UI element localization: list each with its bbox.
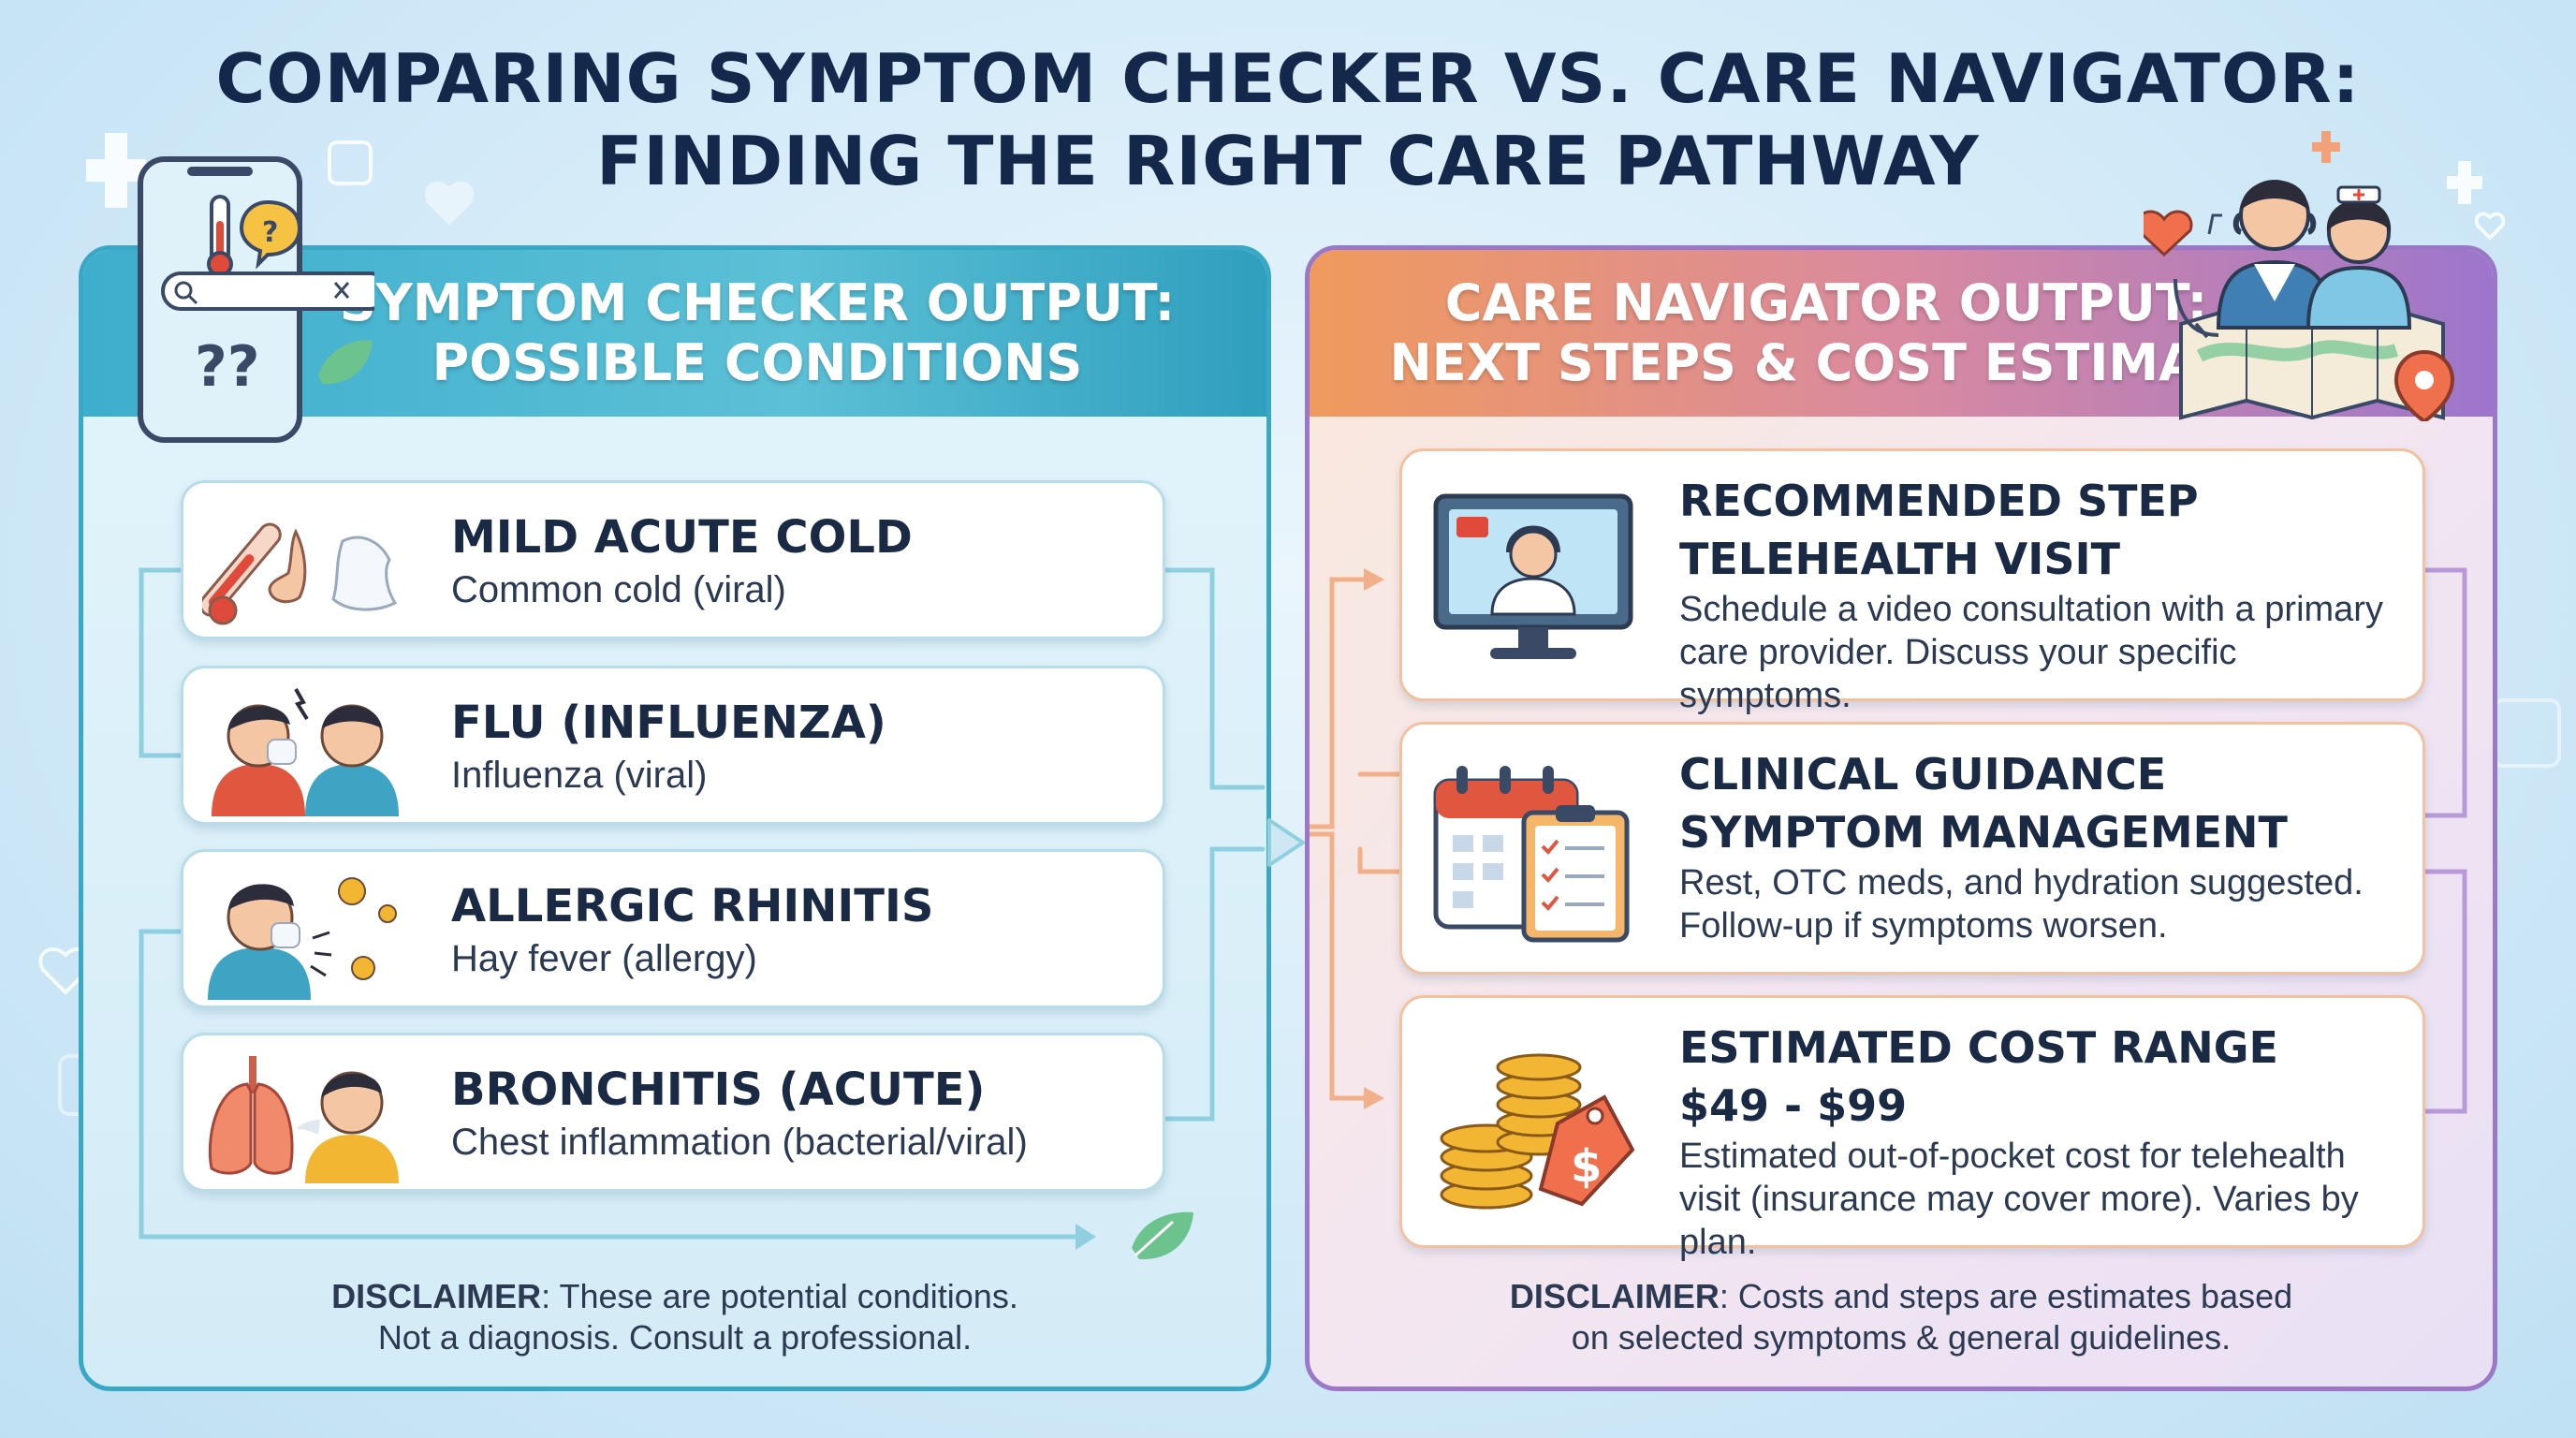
- step-description-line-2: care provider. Discuss your specific sym…: [1679, 633, 2237, 715]
- step-card-cost-estimate[interactable]: $ ESTIMATED COST RANGE $49 - $99 Estimat…: [1399, 995, 2425, 1262]
- symptom-checker-header-line-1: SYMPTOM CHECKER OUTPUT:: [339, 273, 1176, 332]
- svg-text:$: $: [1571, 1140, 1602, 1193]
- step-description: Estimated out-of-pocket cost for telehea…: [1679, 1135, 2409, 1264]
- heart-outline-icon: [2474, 212, 2506, 241]
- page-title: COMPARING SYMPTOM CHECKER VS. CARE NAVIG…: [0, 37, 2576, 202]
- step-description-line-2: Follow-up if symptoms worsen.: [1679, 906, 2168, 946]
- step-heading-block: ESTIMATED COST RANGE $49 - $99: [1679, 1019, 2278, 1135]
- coins-price-tag-icon: $: [1440, 1053, 1635, 1210]
- svg-text:??: ??: [195, 334, 260, 400]
- arrow-head-icon: [1364, 568, 1384, 591]
- arrow-head-icon: [1076, 1224, 1096, 1250]
- condition-name: MILD ACUTE COLD: [451, 511, 913, 564]
- step-subheading: SYMPTOM MANAGEMENT: [1679, 807, 2288, 858]
- symptom-checker-disclaimer: DISCLAIMER: These are potential conditio…: [83, 1276, 1266, 1358]
- heart-outline-icon: [425, 182, 474, 226]
- sneezing-pollen-icon: [208, 877, 397, 1000]
- condition-description: Influenza (viral): [451, 755, 708, 796]
- step-description-line-2: visit (insurance may cover more). Varies…: [1679, 1180, 2359, 1262]
- center-arrow-icon: [1267, 818, 1305, 867]
- step-heading: CLINICAL GUIDANCE: [1679, 749, 2167, 800]
- disclaimer-text-line-2: Not a diagnosis. Consult a professional.: [377, 1318, 973, 1357]
- step-heading-block: CLINICAL GUIDANCE SYMPTOM MANAGEMENT: [1679, 745, 2288, 861]
- care-navigator-header-line-2: NEXT STEPS & COST ESTIMATE: [1389, 333, 2263, 392]
- care-team-map-icon: [2144, 180, 2455, 421]
- symptom-checker-panel: SYMPTOM CHECKER OUTPUT: POSSIBLE CONDITI…: [79, 245, 1271, 1391]
- disclaimer-text-line-1: : Costs and steps are estimates based: [1719, 1277, 2293, 1315]
- plus-badge-icon: [328, 140, 373, 185]
- step-connector-lines: [1310, 567, 2467, 1114]
- symptom-checker-header-line-2: POSSIBLE CONDITIONS: [432, 333, 1083, 392]
- condition-name: FLU (INFLUENZA): [451, 697, 886, 749]
- care-navigator-panel: CARE NAVIGATOR OUTPUT: NEXT STEPS & COST…: [1305, 245, 2497, 1391]
- sick-people-icon: [212, 688, 399, 816]
- step-subheading: TELEHEALTH VISIT: [1679, 534, 2120, 584]
- plus-sparkle-icon: [2447, 161, 2482, 204]
- phone-symptom-search-icon: ? ??: [138, 156, 374, 443]
- lungs-cough-icon: [208, 1056, 399, 1183]
- title-line-1: COMPARING SYMPTOM CHECKER VS. CARE NAVIG…: [215, 39, 2361, 118]
- disclaimer-label: DISCLAIMER: [1509, 1277, 1720, 1315]
- care-navigator-header-line-1: CARE NAVIGATOR OUTPUT:: [1444, 273, 2208, 332]
- step-description: Rest, OTC meds, and hydration suggested.…: [1679, 861, 2409, 947]
- condition-description: Chest inflammation (bacterial/viral): [451, 1122, 1028, 1163]
- plus-sparkle-icon: [2312, 131, 2340, 163]
- plus-sparkle-icon: [86, 133, 146, 208]
- disclaimer-text-line-1: : These are potential conditions.: [541, 1277, 1018, 1315]
- thermometer-nose-tissue-icon: [202, 522, 398, 625]
- condition-description: Common cold (viral): [451, 569, 786, 610]
- step-heading-block: RECOMMENDED STEP TELEHEALTH VISIT: [1679, 472, 2199, 588]
- title-line-2: FINDING THE RIGHT CARE PATHWAY: [596, 122, 1980, 200]
- plus-badge-icon: [2492, 698, 2561, 768]
- arrow-head-icon: [1364, 1087, 1384, 1109]
- condition-card-allergic-rhinitis[interactable]: ALLERGIC RHINITIS Hay fever (allergy): [181, 849, 1165, 1008]
- step-heading: ESTIMATED COST RANGE: [1679, 1022, 2278, 1073]
- condition-name: BRONCHITIS (ACUTE): [451, 1064, 986, 1116]
- step-heading: RECOMMENDED STEP: [1679, 476, 2199, 526]
- care-navigator-disclaimer: DISCLAIMER: Costs and steps are estimate…: [1310, 1276, 2493, 1358]
- disclaimer-text-line-2: on selected symptoms & general guideline…: [1571, 1318, 2232, 1357]
- disclaimer-label: DISCLAIMER: [331, 1277, 542, 1315]
- step-description: Schedule a video consultation with a pri…: [1679, 588, 2409, 717]
- condition-card-bronchitis[interactable]: BRONCHITIS (ACUTE) Chest inflammation (b…: [181, 1033, 1165, 1192]
- condition-description: Hay fever (allergy): [451, 938, 757, 979]
- step-description-line-1: Schedule a video consultation with a pri…: [1679, 590, 2383, 629]
- condition-connector-lines: [139, 567, 1266, 1260]
- step-description-line-1: Rest, OTC meds, and hydration suggested.: [1679, 863, 2364, 902]
- calendar-clipboard-icon: [1433, 766, 1630, 943]
- step-card-recommended[interactable]: RECOMMENDED STEP TELEHEALTH VISIT Schedu…: [1399, 448, 2425, 715]
- step-card-clinical-guidance[interactable]: CLINICAL GUIDANCE SYMPTOM MANAGEMENT Res…: [1399, 722, 2425, 975]
- cost-range-value: $49 - $99: [1679, 1080, 1908, 1131]
- telehealth-monitor-icon: [1433, 493, 1633, 659]
- step-description-line-1: Estimated out-of-pocket cost for telehea…: [1679, 1137, 2346, 1176]
- leaf-icon: [1132, 1211, 1193, 1260]
- svg-text:?: ?: [262, 216, 278, 249]
- condition-card-cold[interactable]: MILD ACUTE COLD Common cold (viral): [181, 480, 1165, 639]
- condition-name: ALLERGIC RHINITIS: [451, 880, 934, 932]
- condition-card-flu[interactable]: FLU (INFLUENZA) Influenza (viral): [181, 666, 1165, 825]
